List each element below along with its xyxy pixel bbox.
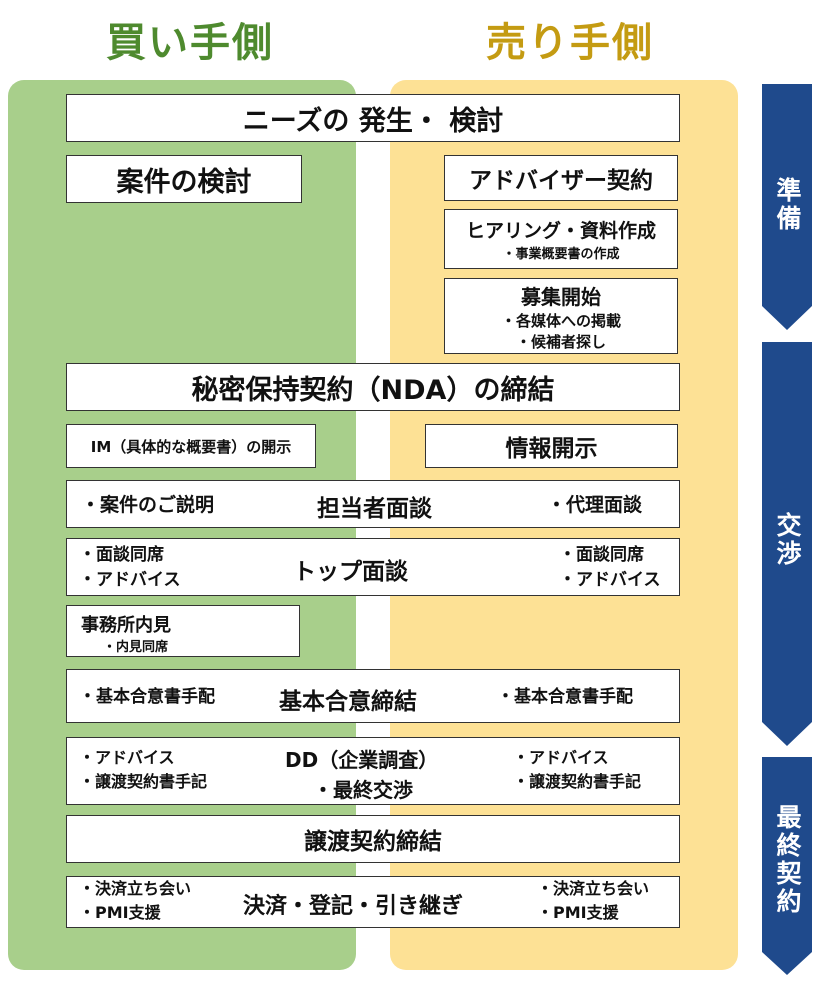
step-buyer-review: 案件の検討 xyxy=(66,155,302,203)
step-basic-right: ・基本合意書手配 xyxy=(497,687,633,707)
step-recruit: 募集開始 ・各媒体への掲載 ・候補者探し xyxy=(444,278,678,354)
step-dd-center2: ・最終交渉 xyxy=(313,778,413,802)
step-buyer-review-label: 案件の検討 xyxy=(116,166,252,198)
step-manager-center: 担当者面談 xyxy=(317,496,432,522)
step-dd-left2: ・譲渡契約書手記 xyxy=(79,772,208,791)
step-im-label: IM（具体的な概要書）の開示 xyxy=(90,437,292,456)
phase-arrow-negotiation xyxy=(762,342,812,746)
phase-arrow-final xyxy=(762,757,812,975)
step-basic-left: ・基本合意書手配 xyxy=(79,687,215,707)
step-top-right2: ・アドバイス xyxy=(559,570,661,590)
step-top-right1: ・面談同席 xyxy=(559,545,644,565)
step-nda: 秘密保持契約（NDA）の締結 xyxy=(66,363,680,411)
step-needs-label: ニーズの 発生・ 検討 xyxy=(242,105,504,137)
step-office-sub: ・内見同席 xyxy=(103,640,169,655)
step-manager: ・案件のご説明 担当者面談 ・代理面談 xyxy=(66,480,680,528)
step-dd-left1: ・アドバイス xyxy=(79,748,175,767)
step-settle-left2: ・PMI支援 xyxy=(79,903,161,922)
step-office-title: 事務所内見 xyxy=(81,615,171,636)
step-im: IM（具体的な概要書）の開示 xyxy=(66,424,316,468)
phase-negotiation-label: 交渉 xyxy=(773,512,802,568)
step-manager-right: ・代理面談 xyxy=(547,494,643,516)
step-settle-center: 決済・登記・引き継ぎ xyxy=(243,894,464,919)
step-transfer-label: 譲渡契約締結 xyxy=(304,829,442,855)
step-basic: ・基本合意書手配 基本合意締結 ・基本合意書手配 xyxy=(66,669,680,723)
phase-prep-label: 準備 xyxy=(773,177,802,233)
phase-arrow-prep xyxy=(762,84,812,330)
step-top-left1: ・面談同席 xyxy=(79,545,164,565)
step-settle-right1: ・決済立ち会い xyxy=(537,879,650,898)
step-hearing: ヒアリング・資料作成 ・事業概要書の作成 xyxy=(444,209,678,269)
phase-final-label: 最終契約 xyxy=(773,804,802,916)
step-nda-label: 秘密保持契約（NDA）の締結 xyxy=(191,374,555,406)
step-dd: ・アドバイス ・譲渡契約書手記 DD（企業調査） ・最終交渉 ・アドバイス ・譲… xyxy=(66,737,680,805)
step-recruit-sub2: ・候補者探し xyxy=(515,332,606,351)
step-dd-center1: DD（企業調査） xyxy=(285,748,439,772)
step-needs: ニーズの 発生・ 検討 xyxy=(66,94,680,142)
step-transfer: 譲渡契約締結 xyxy=(66,815,680,863)
step-hearing-sub: ・事業概要書の作成 xyxy=(502,247,620,262)
step-settle: ・決済立ち会い ・PMI支援 決済・登記・引き継ぎ ・決済立ち会い ・PMI支援 xyxy=(66,876,680,928)
step-top-center: トップ面談 xyxy=(293,559,408,585)
step-recruit-title: 募集開始 xyxy=(521,284,601,309)
step-hearing-title: ヒアリング・資料作成 xyxy=(465,220,656,242)
step-advisor-label: アドバイザー契約 xyxy=(469,168,653,194)
seller-header: 売り手側 xyxy=(486,20,654,66)
buyer-header: 買い手側 xyxy=(106,20,274,66)
step-basic-center: 基本合意締結 xyxy=(279,689,417,715)
step-settle-left1: ・決済立ち会い xyxy=(79,879,192,898)
step-settle-right2: ・PMI支援 xyxy=(537,903,619,922)
step-manager-left: ・案件のご説明 xyxy=(81,494,215,516)
step-advisor: アドバイザー契約 xyxy=(444,155,678,201)
step-office: 事務所内見 ・内見同席 xyxy=(66,605,300,657)
step-info-label: 情報開示 xyxy=(505,436,598,462)
step-dd-right1: ・アドバイス xyxy=(513,748,609,767)
step-top-left2: ・アドバイス xyxy=(79,570,181,590)
step-dd-right2: ・譲渡契約書手記 xyxy=(513,772,642,791)
step-info: 情報開示 xyxy=(425,424,678,468)
step-top: ・面談同席 ・アドバイス トップ面談 ・面談同席 ・アドバイス xyxy=(66,538,680,596)
step-recruit-sub1: ・各媒体への掲載 xyxy=(500,311,621,330)
